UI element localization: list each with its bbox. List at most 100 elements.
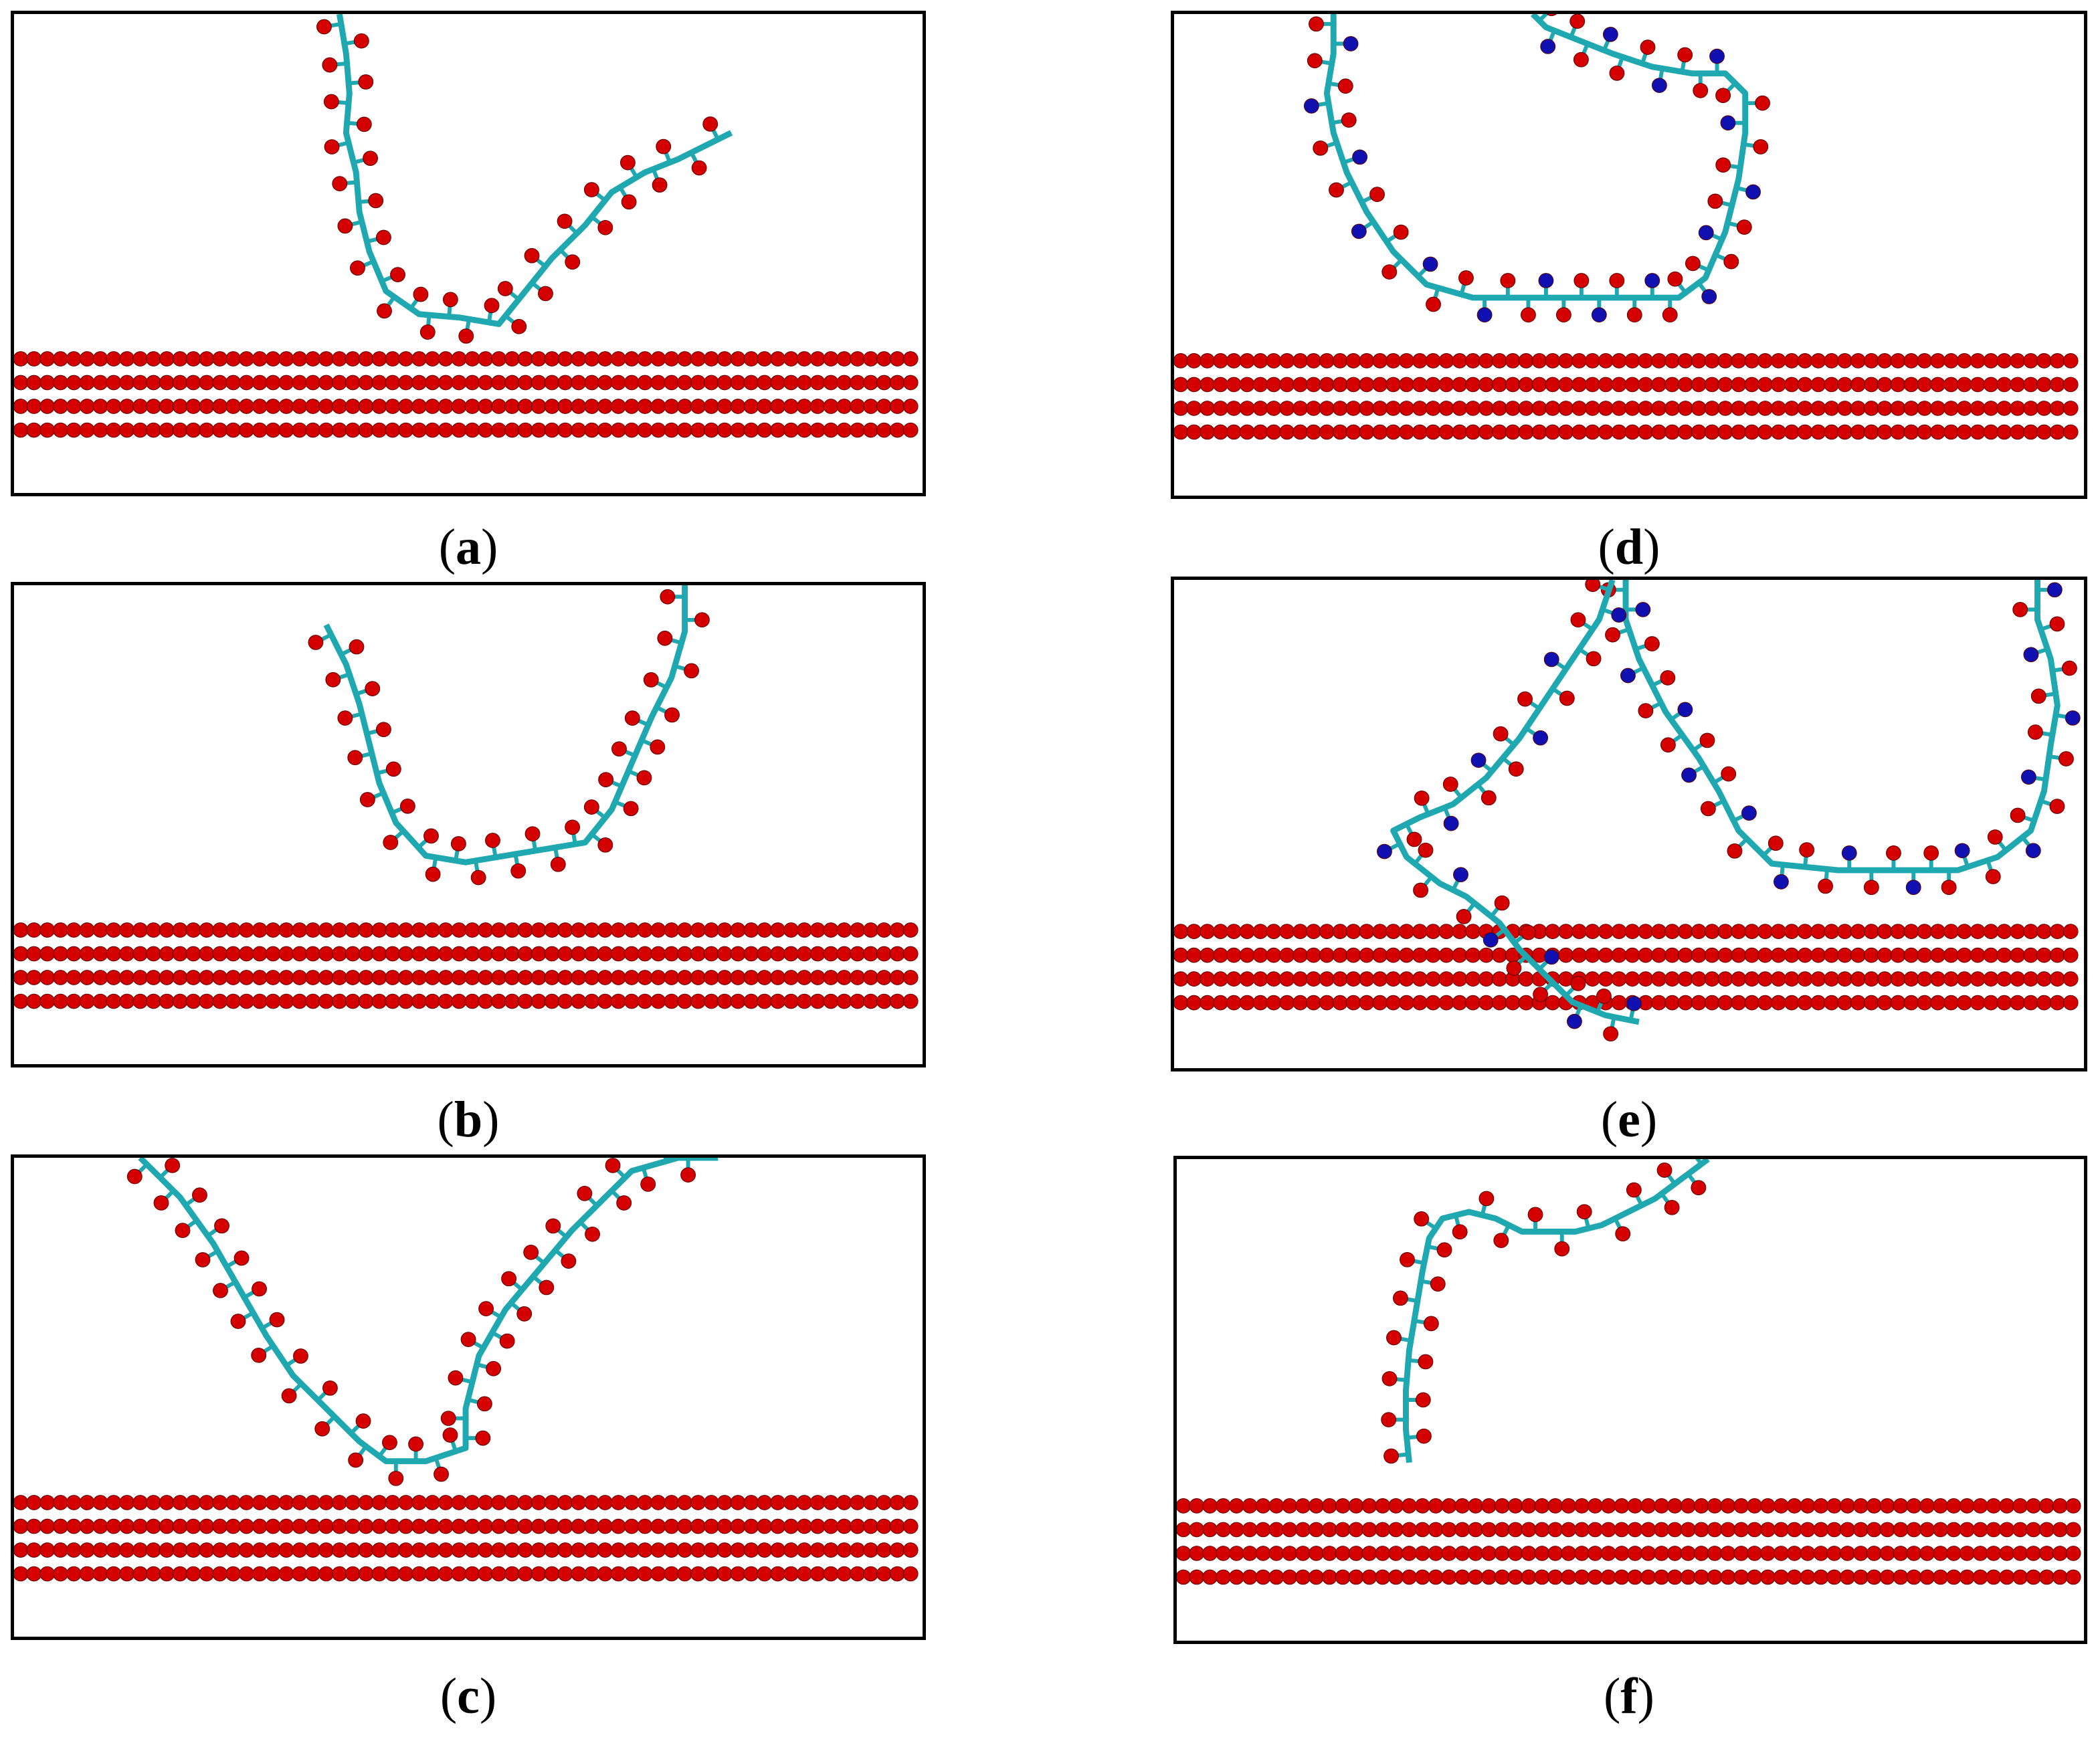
surface-atom: [1890, 924, 1906, 939]
surface-atom: [1425, 995, 1441, 1011]
chain-backbone: [1323, 14, 1749, 301]
surface-atom: [1614, 1498, 1630, 1514]
surface-atom: [1412, 971, 1428, 987]
oxygen-atom: [1662, 307, 1678, 323]
surface-atom: [132, 351, 149, 367]
surface-atom: [1518, 401, 1534, 416]
surface-atom: [345, 1542, 361, 1558]
surface-atom: [225, 1518, 242, 1534]
oxygen-atom: [358, 74, 374, 90]
surface-atom: [172, 1542, 188, 1558]
panel-a-molecular-snapshot: [11, 11, 926, 496]
oxygen-atom: [314, 1421, 330, 1437]
surface-atom: [2063, 971, 2079, 987]
surface-atom: [1531, 424, 1547, 440]
surface-atom: [664, 1566, 680, 1582]
surface-atom: [1840, 1522, 1856, 1538]
surface-atom: [770, 1518, 786, 1534]
surface-atom: [491, 946, 507, 962]
surface-atom: [1784, 971, 1800, 987]
surface-atom: [517, 422, 533, 438]
surface-atom: [850, 375, 866, 391]
surface-atom: [1386, 924, 1402, 939]
surface-atom: [318, 993, 334, 1009]
surface-atom: [1372, 377, 1388, 393]
surface-atom: [199, 946, 215, 962]
surface-atom: [796, 922, 812, 938]
oxygen-atom: [337, 218, 353, 234]
oxygen-atom: [585, 1226, 600, 1242]
surface-atom: [172, 351, 188, 367]
surface-atom: [902, 970, 919, 985]
surface-atom: [1810, 353, 1826, 369]
surface-atom: [1372, 424, 1388, 440]
surface-atom: [345, 1566, 361, 1582]
surface-atom: [1186, 971, 1202, 987]
surface-atom: [1293, 947, 1309, 963]
surface-atom: [79, 922, 95, 938]
surface-atom: [1693, 1546, 1709, 1561]
surface-atom: [132, 922, 149, 938]
surface-atom: [1425, 424, 1441, 440]
surface-atom: [239, 922, 254, 938]
surface-atom: [1837, 401, 1853, 416]
surface-atom: [92, 970, 108, 985]
surface-atom: [1731, 924, 1747, 939]
surface-atom: [2038, 1569, 2055, 1585]
surface-atom: [1720, 1569, 1736, 1585]
surface-atom: [1547, 1498, 1563, 1514]
surface-atom: [1399, 971, 1414, 987]
surface-atom: [2052, 1498, 2068, 1514]
surface-atom: [1996, 424, 2012, 440]
surface-atom: [743, 1495, 759, 1510]
surface-atom: [1386, 377, 1402, 393]
surface-atom: [14, 1518, 29, 1534]
surface-atom: [26, 1542, 42, 1558]
surface-atom: [1531, 401, 1547, 416]
surface-atom: [464, 399, 480, 414]
oxygen-atom: [368, 193, 384, 209]
surface-atom: [1386, 424, 1402, 440]
surface-atom: [1216, 1498, 1231, 1514]
oxygen-atom: [425, 866, 441, 882]
oxygen-atom: [524, 826, 541, 842]
surface-atom: [332, 422, 347, 438]
surface-atom: [1757, 401, 1773, 416]
surface-atom: [1268, 1569, 1284, 1585]
surface-atom: [1279, 947, 1295, 963]
surface-atom: [1213, 995, 1228, 1011]
surface-atom: [1266, 401, 1282, 416]
surface-atom: [424, 1518, 440, 1534]
surface-atom: [371, 399, 387, 414]
surface-atom: [703, 993, 719, 1009]
surface-atom: [159, 1542, 175, 1558]
surface-atom: [132, 375, 149, 391]
surface-atom: [146, 1542, 161, 1558]
surface-atom: [717, 993, 733, 1009]
oxygen-atom: [1386, 1330, 1402, 1346]
surface-atom: [371, 351, 387, 367]
surface-atom: [424, 970, 440, 985]
oxygen-atom: [1413, 882, 1428, 898]
surface-atom: [265, 1566, 281, 1582]
surface-atom: [14, 946, 29, 962]
surface-atom: [1770, 401, 1786, 416]
surface-atom: [1345, 995, 1361, 1011]
surface-atom: [1279, 353, 1295, 369]
surface-atom: [1731, 424, 1747, 440]
surface-atom: [889, 1542, 905, 1558]
surface-atom: [1319, 971, 1335, 987]
oxygen-atom: [623, 801, 639, 817]
surface-atom: [637, 1518, 653, 1534]
surface-atom: [1677, 924, 1693, 939]
surface-atom: [584, 1566, 600, 1582]
surface-atom: [1757, 947, 1773, 963]
surface-atom: [1372, 353, 1388, 369]
surface-atom: [332, 970, 347, 985]
surface-atom: [531, 1566, 547, 1582]
surface-atom: [1372, 971, 1388, 987]
surface-atom: [1574, 1569, 1590, 1585]
surface-atom: [610, 1518, 626, 1534]
surface-atom: [1611, 353, 1627, 369]
surface-atom: [1282, 1569, 1298, 1585]
